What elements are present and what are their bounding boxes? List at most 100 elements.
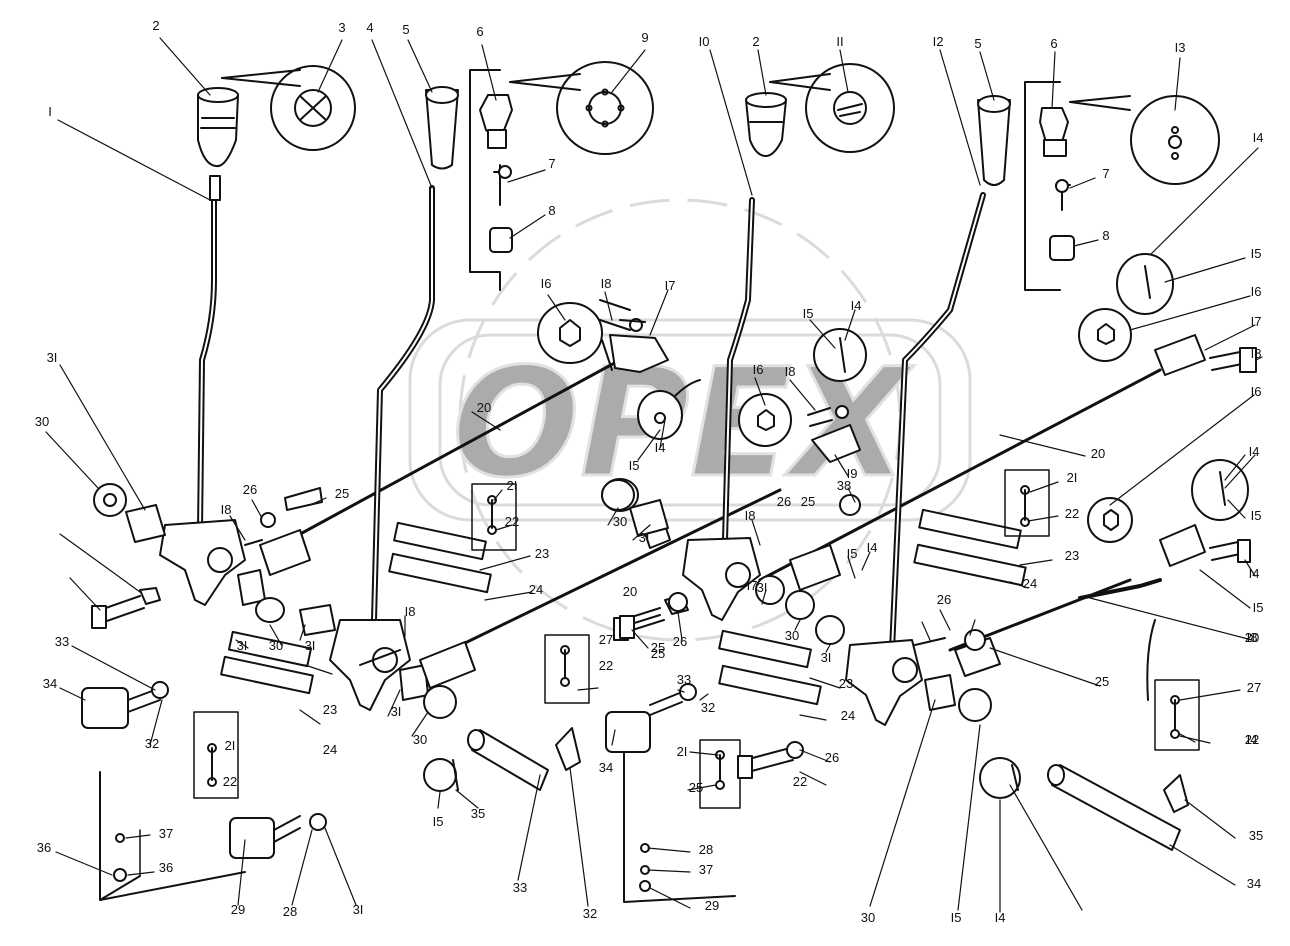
callout-label: I5	[629, 458, 640, 473]
callout-label: 22	[223, 774, 237, 789]
callout-label: I7	[665, 278, 676, 293]
lever-assembly-1	[81, 65, 622, 901]
callout-label: 30	[269, 638, 283, 653]
callout-label: 24	[529, 582, 543, 597]
callout-label: 3I	[353, 902, 364, 917]
callout-label: 25	[801, 494, 815, 509]
callout-label: 2	[152, 18, 159, 33]
callout-label: 25	[689, 780, 703, 795]
push-rod	[278, 358, 622, 547]
callout-label: I8	[785, 364, 796, 379]
callout-label: 33	[513, 880, 527, 895]
lever-assembly-2	[299, 61, 782, 792]
callout-label: 23	[535, 546, 549, 561]
callout-label: 37	[699, 862, 713, 877]
callout-label: 36	[37, 840, 51, 855]
callout-label: I5	[433, 814, 444, 829]
callout-label: 4	[366, 20, 373, 35]
callout-label: 30	[35, 414, 49, 429]
parts-linework	[45, 37, 1263, 913]
callout-label: 34	[599, 760, 613, 775]
callout-label: 5	[974, 36, 981, 51]
callout-label: 30	[413, 732, 427, 747]
callout-label: I3	[1175, 40, 1186, 55]
callout-label: I8	[405, 604, 416, 619]
lever-assembly-4	[845, 81, 1257, 851]
callout-label: 26	[825, 750, 839, 765]
callout-label: 22	[1245, 732, 1259, 747]
leader-lines	[45, 37, 1263, 913]
callout-label: 32	[583, 906, 597, 921]
callout-label: 26	[243, 482, 257, 497]
callout-label: I4	[1253, 130, 1264, 145]
callout-label: I8	[745, 508, 756, 523]
callout-label: I4	[851, 298, 862, 313]
lever-rod	[197, 177, 217, 533]
callout-label: 36	[159, 860, 173, 875]
callout-label: I5	[1251, 508, 1262, 523]
callout-label: 3I	[639, 530, 650, 545]
callout-label: I	[48, 104, 52, 119]
callout-label: II	[836, 34, 843, 49]
callout-label: 7	[548, 156, 555, 171]
callout-label: 3I	[821, 650, 832, 665]
callout-label: 3I	[391, 704, 402, 719]
callout-label: I6	[753, 362, 764, 377]
callout-label: I4	[995, 910, 1006, 925]
callout-label: 7	[1102, 166, 1109, 181]
callout-label: I2	[933, 34, 944, 49]
callout-label: 6	[1050, 36, 1057, 51]
callout-label: I4	[655, 440, 666, 455]
callout-label: 23	[839, 676, 853, 691]
callout-label: I4	[867, 540, 878, 555]
callout-label: 30	[785, 628, 799, 643]
callout-label: I8	[221, 502, 232, 517]
callout-label: 22	[599, 658, 613, 673]
callout-label: I8	[601, 276, 612, 291]
callout-label: 30	[861, 910, 875, 925]
callout-label: I7	[1251, 314, 1262, 329]
callout-label: I5	[1251, 246, 1262, 261]
callout-label: I6	[1251, 284, 1262, 299]
callout-label: 27	[1247, 680, 1261, 695]
callout-label: 25	[335, 486, 349, 501]
callout-label: 2	[752, 34, 759, 49]
callout-label: I5	[951, 910, 962, 925]
callout-label: 25	[651, 646, 665, 661]
callout-label: 2I	[1067, 470, 1078, 485]
callout-label: 37	[159, 826, 173, 841]
callout-label: 3	[338, 20, 345, 35]
callout-label: 3I	[757, 580, 768, 595]
callout-label: 2I	[225, 738, 236, 753]
callout-label: 35	[1249, 828, 1263, 843]
callout-label: 22	[793, 774, 807, 789]
callout-label: 6	[476, 24, 483, 39]
lever-bracket	[159, 519, 246, 606]
callout-label: I5	[847, 546, 858, 561]
callout-label: 24	[1023, 576, 1037, 591]
callout-label: 2I	[507, 478, 518, 493]
callout-label: 27	[599, 632, 613, 647]
callout-label: I8	[1251, 346, 1262, 361]
watermark-frame	[408, 318, 972, 522]
callout-label: 9	[641, 30, 648, 45]
callout-label: 20	[477, 400, 491, 415]
callout-label: 34	[1247, 876, 1261, 891]
callout-label: 3I	[47, 350, 58, 365]
callout-label: I8	[1247, 630, 1258, 645]
lever-assembly-3	[467, 63, 1162, 903]
callout-label: 33	[677, 672, 691, 687]
callout-label: 29	[231, 902, 245, 917]
callout-label: 2I	[677, 744, 688, 759]
callout-label: 23	[1065, 548, 1079, 563]
callout-label: 30	[613, 514, 627, 529]
callout-label: 20	[1245, 630, 1259, 645]
callout-label: 24	[323, 742, 337, 757]
callout-label: 22	[505, 514, 519, 529]
callout-label: 20	[1091, 446, 1105, 461]
callout-label: I4	[1249, 444, 1260, 459]
callout-label: I5	[803, 306, 814, 321]
callout-label: I9	[847, 466, 858, 481]
